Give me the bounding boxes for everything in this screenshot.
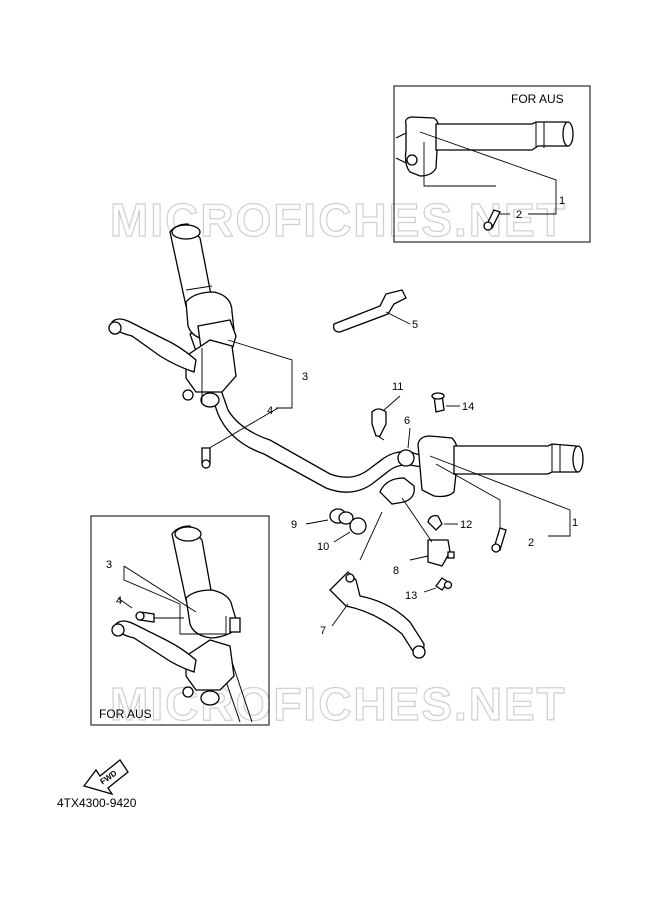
inset-top: FOR AUS 1 2	[393, 85, 591, 243]
callout-5: 5	[412, 319, 418, 331]
callout-3-inset: 3	[106, 559, 112, 571]
inset-left-lever	[115, 620, 197, 673]
nut	[427, 514, 443, 531]
inset-switch-housing	[404, 116, 440, 177]
watermark-bottom: MICROFICHES.NET	[110, 678, 567, 730]
callout-1: 1	[572, 517, 578, 529]
lever-holder	[379, 477, 415, 505]
throttle-grip	[453, 443, 582, 475]
callout-14: 14	[462, 401, 474, 413]
left-lever	[111, 318, 197, 373]
inset-bottom-frame	[90, 515, 270, 726]
handlebar-assembly	[108, 223, 584, 659]
callout-13: 13	[405, 590, 417, 602]
callout-4-inset: 4	[116, 595, 122, 607]
inset-bottom-label: FOR AUS	[99, 707, 152, 721]
callout-3: 3	[302, 371, 308, 383]
brake-switch	[427, 539, 451, 567]
inset-top-frame	[393, 85, 591, 243]
diagram-code: 4TX4300-9420	[57, 796, 137, 810]
callout-4: 4	[267, 405, 273, 417]
callout-8: 8	[393, 565, 399, 577]
callout-1-top: 1	[559, 195, 565, 207]
inset-top-label: FOR AUS	[511, 92, 564, 106]
callout-11: 11	[392, 381, 403, 393]
callout-7: 7	[320, 625, 326, 637]
callout-2-top: 2	[516, 209, 522, 221]
lever-bolt	[371, 408, 387, 437]
callout-12: 12	[460, 519, 472, 531]
clutch-lever-holder	[185, 339, 237, 393]
callout-2: 2	[528, 537, 534, 549]
lever-bracket-top	[397, 449, 415, 467]
right-switch-housing	[417, 435, 459, 498]
inset-throttle-grip	[435, 121, 572, 151]
cable-tie	[332, 289, 407, 333]
callout-9: 9	[291, 519, 297, 531]
handlebar	[189, 329, 423, 493]
callout-10: 10	[317, 541, 329, 553]
adjuster-spring	[349, 517, 367, 535]
inset-left-grip	[171, 525, 213, 601]
fwd-arrow-icon: FWD	[82, 759, 129, 796]
brake-lever	[329, 571, 425, 657]
inset-bottom: FOR AUS 3 4	[90, 515, 270, 726]
inset-lever-holder	[185, 639, 235, 691]
callout-6: 6	[404, 415, 410, 427]
